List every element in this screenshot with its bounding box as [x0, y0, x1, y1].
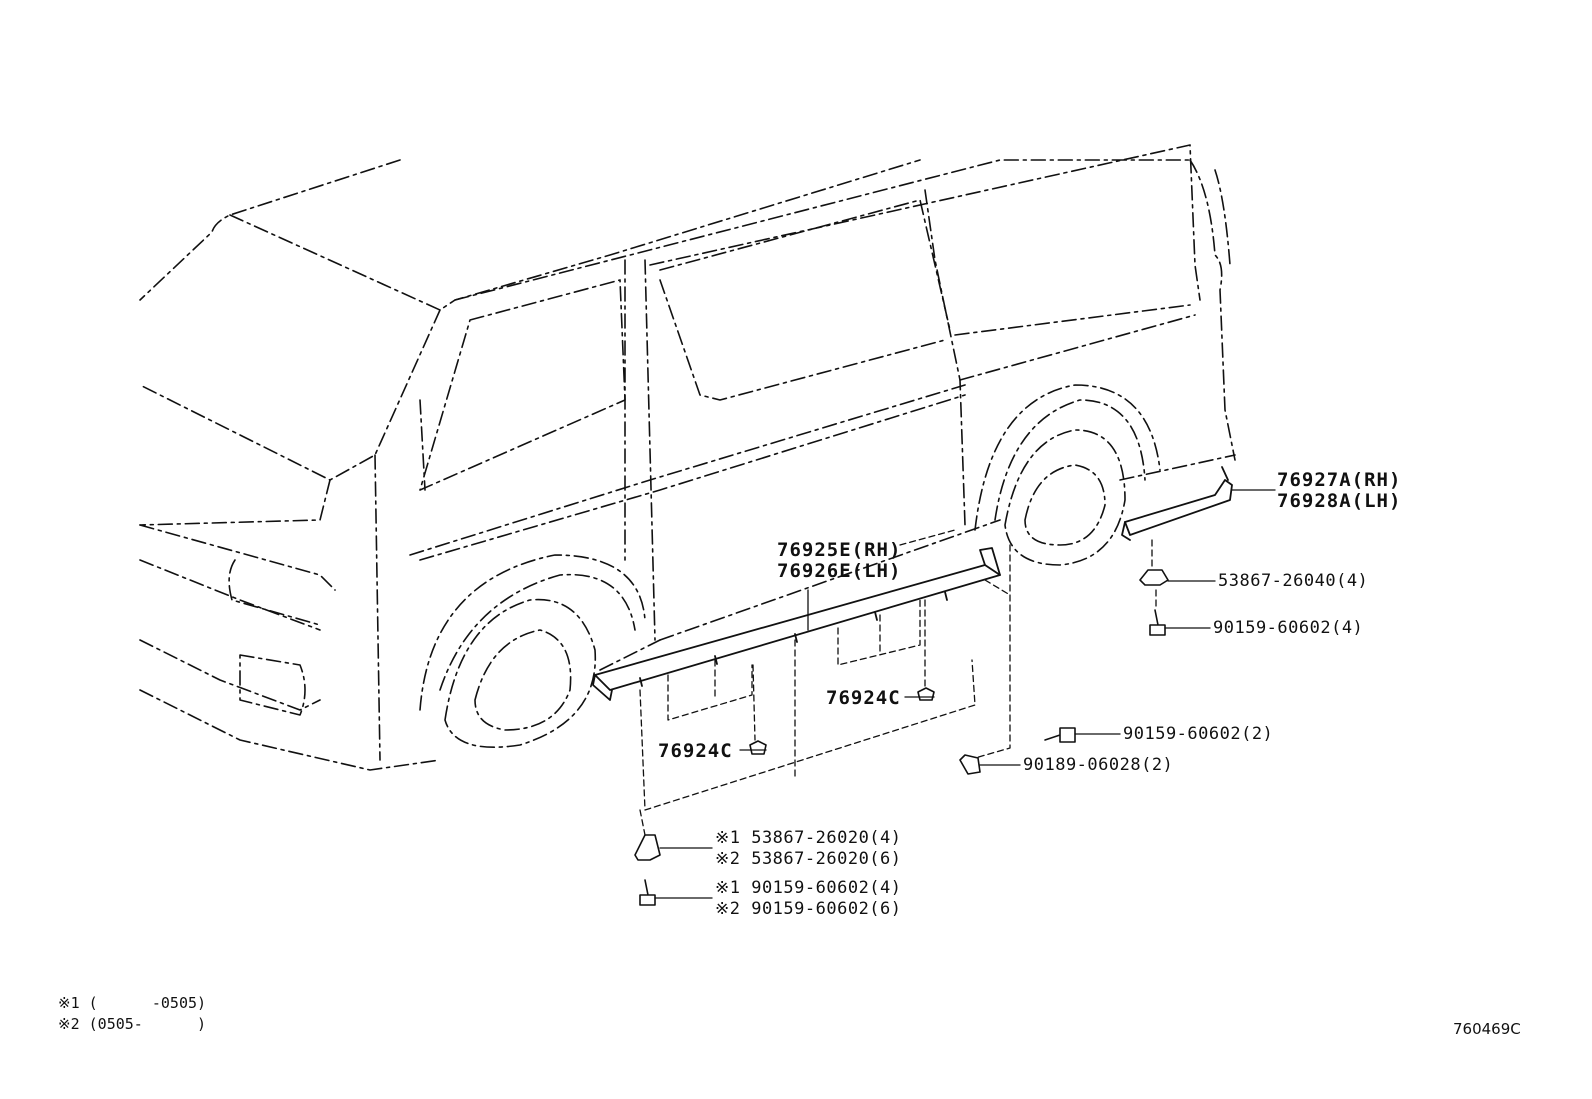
part-screw-rear: 90159-60602(4) [1213, 618, 1364, 638]
part-rocker-rh: 76925E(RH) [777, 539, 902, 561]
fastener-icons [634, 569, 1169, 906]
part-screw-mid: 90159-60602(2) [1123, 724, 1274, 744]
part-screw-front-1: ※1 90159-60602(4) [715, 878, 902, 898]
part-clip-front-2: ※2 53867-26020(6) [715, 849, 902, 869]
diagram-ref-code: 760469C [1453, 1020, 1521, 1038]
part-clip-rear: 53867-26040(4) [1218, 571, 1369, 591]
part-rear-rh: 76927A(RH) [1277, 469, 1402, 491]
part-clip-mid: 90189-06028(2) [1023, 755, 1174, 775]
part-clip-front-1: ※1 53867-26020(4) [715, 828, 902, 848]
part-screw-front-2: ※2 90159-60602(6) [715, 899, 902, 919]
part-rear-lh: 76928A(LH) [1277, 490, 1402, 512]
leader-lines [654, 489, 1276, 899]
part-clip-lower: 76924C [658, 740, 733, 762]
footnote-1: ※1 ( -0505) [58, 994, 207, 1012]
installation-dashes [639, 529, 1157, 836]
footnote-2: ※2 (0505- ) [58, 1015, 207, 1033]
van-body-outline [139, 144, 1236, 771]
part-clip-upper: 76924C [826, 687, 901, 709]
part-rocker-lh: 76926E(LH) [777, 560, 902, 582]
rear-molding [1121, 466, 1233, 541]
rocker-molding [592, 547, 1001, 701]
